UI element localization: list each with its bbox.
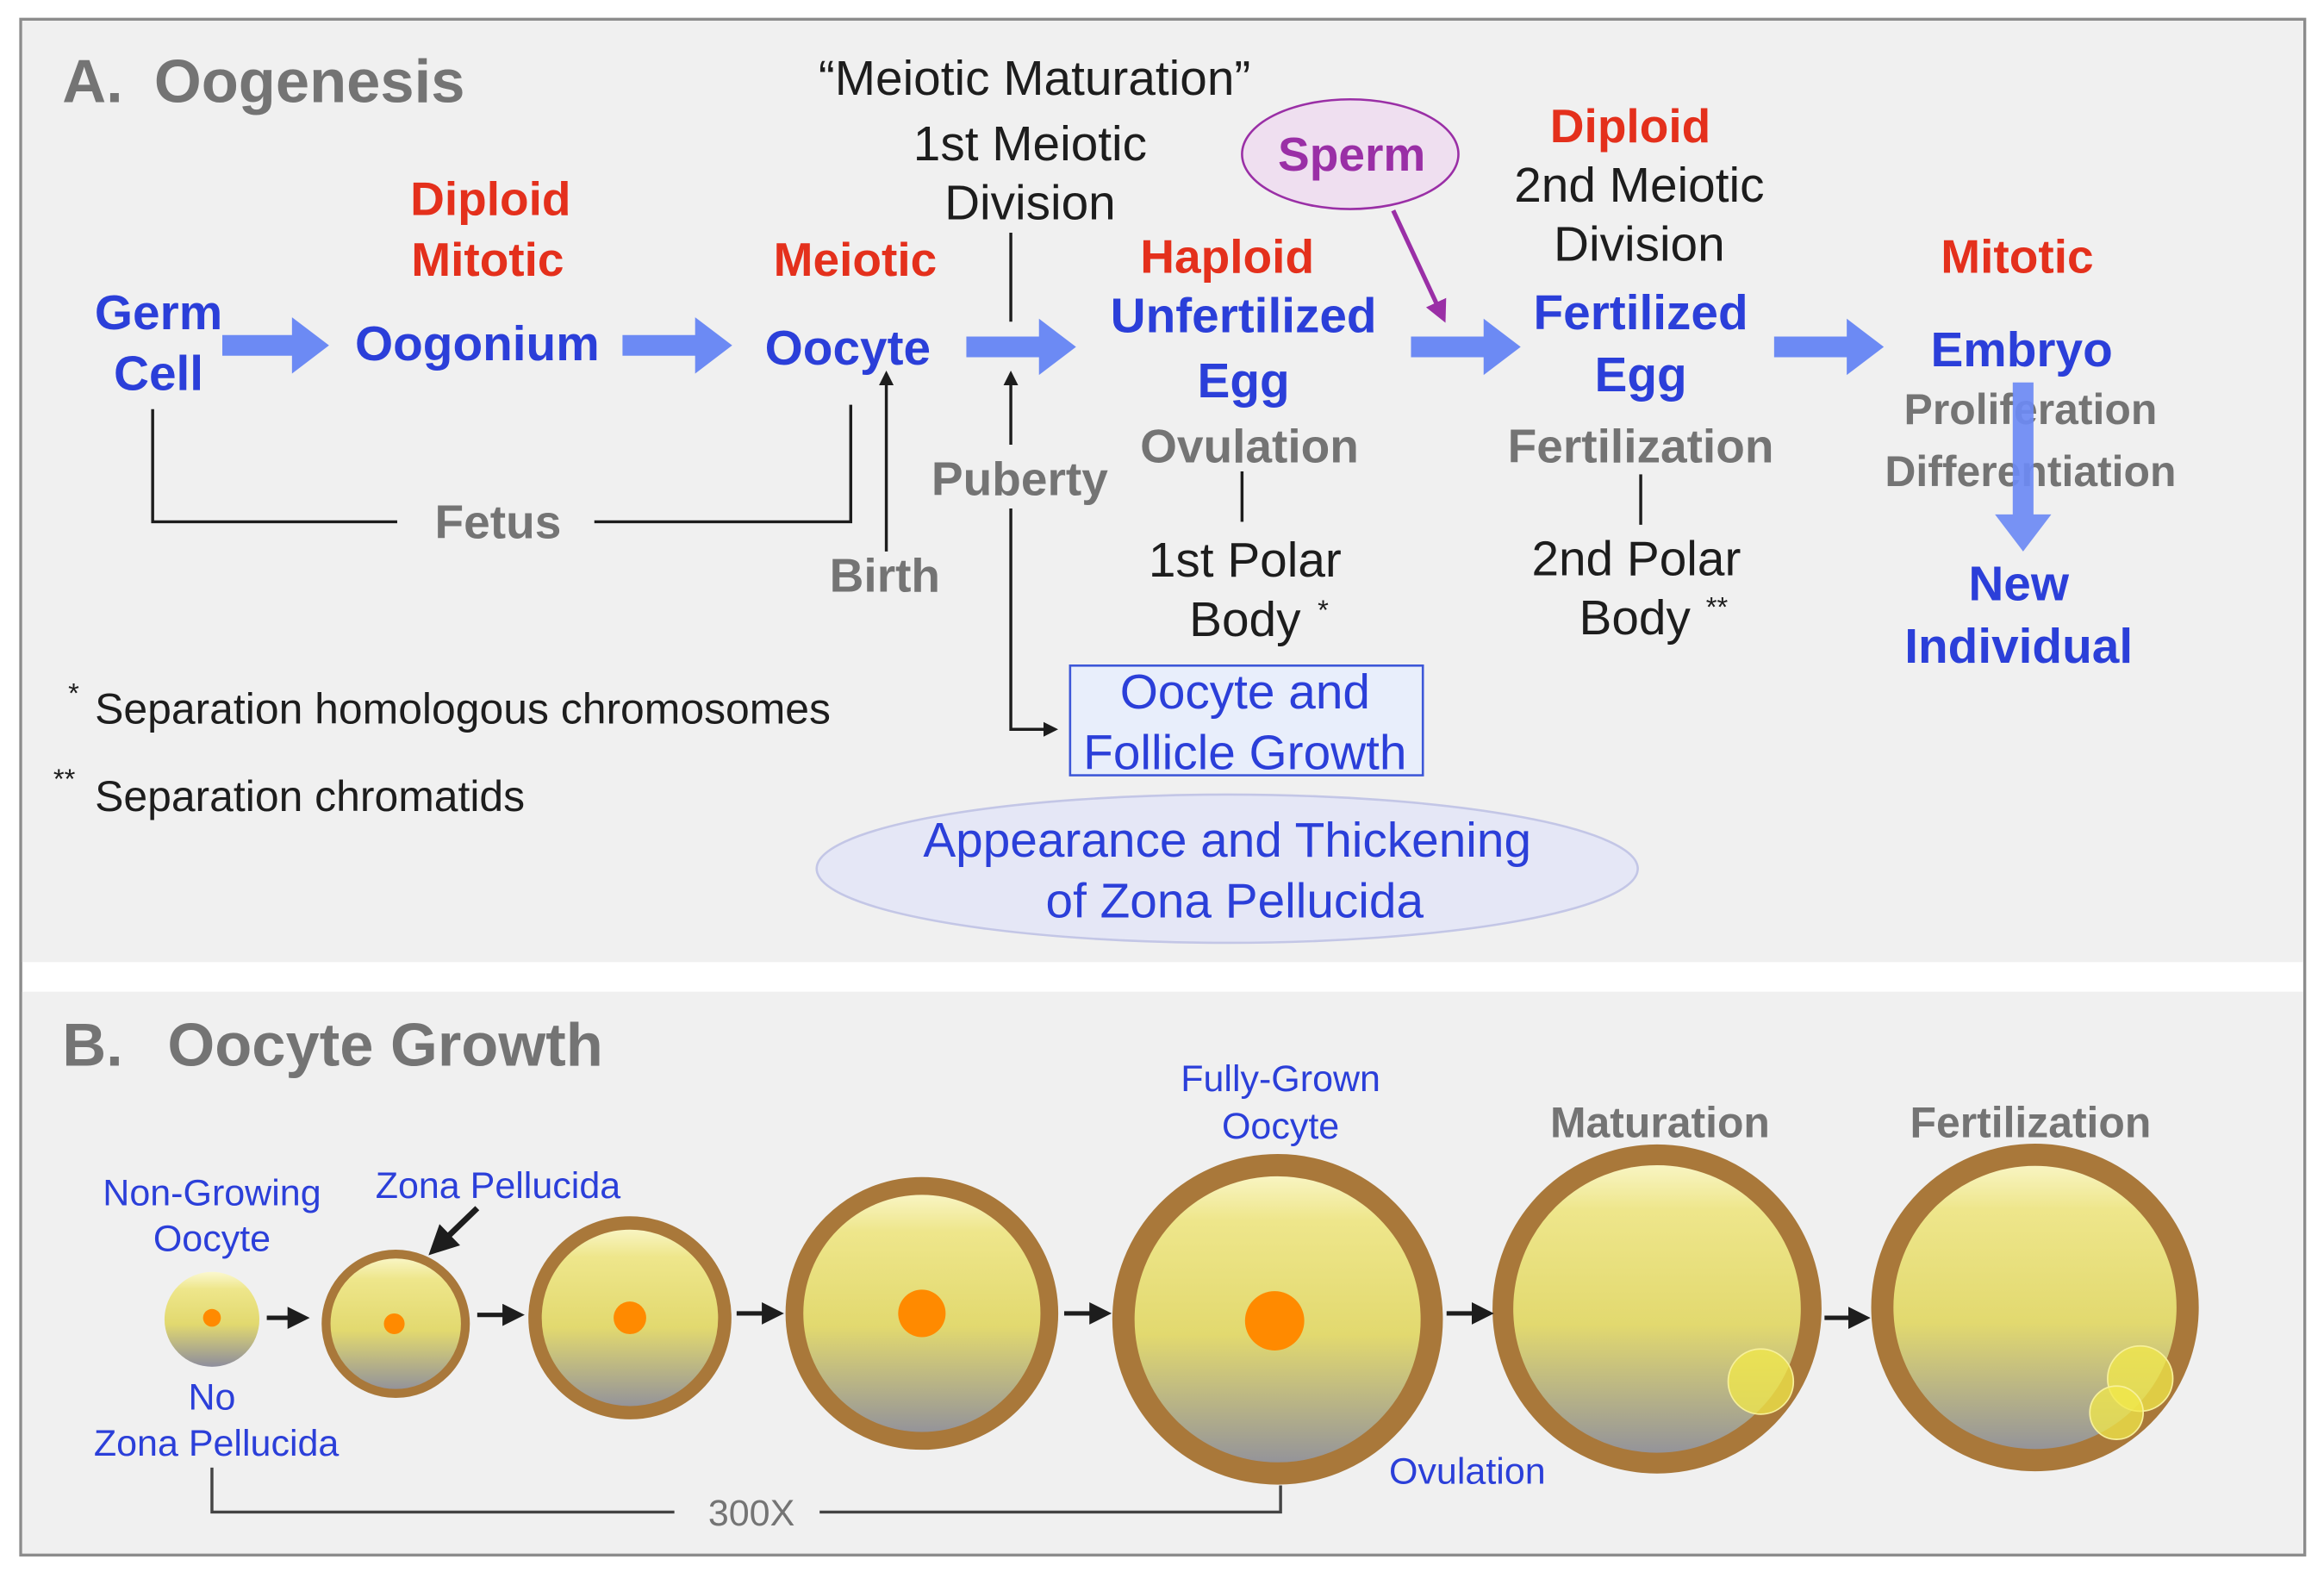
- panel-b-letter: B.: [62, 1011, 123, 1079]
- puberty-to-growth-arrow: [1009, 508, 1059, 737]
- follicle-growth-box: [1069, 664, 1424, 777]
- oocyte-stage-fully-grown: [1112, 1154, 1443, 1485]
- first-polar-body: [1727, 1348, 1795, 1415]
- oocyte-stage-2: [321, 1249, 470, 1398]
- oocyte-division-label: Meiotic: [774, 233, 938, 286]
- second-polar-label: 2nd Polar: [1531, 532, 1741, 586]
- non-growing-label-line1: Non-Growing: [103, 1172, 321, 1213]
- oocyte-stage-fertilized: [1871, 1143, 2199, 1472]
- nucleus: [614, 1301, 646, 1335]
- first-polar-body-label: Body: [1189, 593, 1301, 647]
- footnote-1-mark: *: [68, 677, 79, 708]
- nucleus: [202, 1308, 221, 1327]
- panel-a-letter: A.: [62, 47, 123, 115]
- second-division-label: Division: [1554, 218, 1725, 272]
- zona-pellucida-bubble: [815, 793, 1639, 945]
- embryo-to-individual-arrow: [1995, 382, 2052, 552]
- unfertilized-egg-label-line1: Unfertilized: [1111, 289, 1377, 343]
- embryo-label: Embryo: [1930, 323, 2112, 377]
- zona-pellucida-label: Zona Pellucida: [376, 1165, 621, 1207]
- egg-to-fertilized-arrow: [1411, 318, 1521, 376]
- no-zona-label-line2: Zona Pellucida: [94, 1423, 340, 1464]
- follicle-growth-label-line2: Follicle Growth: [1083, 727, 1406, 781]
- zona-pellucida-pointer: [428, 1206, 480, 1256]
- fully-grown-label-line2: Oocyte: [1222, 1106, 1339, 1147]
- panel-b-title: Oocyte Growth: [167, 1011, 602, 1079]
- oocyte-stage-4: [785, 1176, 1059, 1450]
- scale-bracket-right: [819, 1485, 1282, 1514]
- fetus-label: Fetus: [435, 495, 562, 548]
- fertilized-to-embryo-arrow: [1773, 318, 1885, 376]
- oogonium-label: Oogonium: [355, 317, 600, 371]
- meiotic-maturation-heading: “Meiotic Maturation”: [819, 52, 1250, 106]
- germ-cell-label-line1: Germ: [95, 286, 222, 340]
- ovulation-label: Ovulation: [1140, 420, 1359, 473]
- egg-ploidy-label: Haploid: [1140, 229, 1314, 283]
- follicle-growth-label-line1: Oocyte and: [1120, 665, 1370, 720]
- nucleus: [383, 1313, 405, 1335]
- birth-label: Birth: [830, 548, 940, 602]
- unfertilized-egg-label-line2: Egg: [1198, 354, 1290, 409]
- cytoplasm-with-zona: [1492, 1144, 1822, 1474]
- non-growing-label-line2: Oocyte: [153, 1219, 271, 1260]
- oocyte-stage-non-growing: [164, 1271, 260, 1367]
- fetus-bracket-left: [151, 409, 397, 524]
- oocyte-stage-matured: [1492, 1144, 1822, 1474]
- oogonium-division-label: Mitotic: [411, 233, 564, 286]
- second-meiotic-label: 2nd Meiotic: [1514, 159, 1764, 213]
- second-polar-body: [2089, 1385, 2145, 1441]
- footnote-1-text: Separation homologous chromosomes: [95, 684, 831, 733]
- panel-a: A. Oogenesis “Meiotic Maturation” 1st Me…: [53, 47, 2176, 945]
- scale-label: 300X: [708, 1493, 794, 1534]
- second-polar-footnote-mark: **: [1706, 591, 1729, 623]
- second-polar-body-label: Body: [1579, 591, 1692, 646]
- zona-pellucida-label-line2: of Zona Pellucida: [1046, 875, 1424, 929]
- new-individual-label-line1: New: [1968, 558, 2070, 612]
- first-division-label: Division: [944, 177, 1116, 231]
- oocyte-label: Oocyte: [765, 321, 931, 376]
- oocyte-to-egg-arrow: [966, 318, 1076, 376]
- first-polar-label: 1st Polar: [1149, 533, 1342, 588]
- zona-pellucida-label-line1: Appearance and Thickening: [923, 814, 1531, 868]
- oogonium-to-oocyte-arrow: [622, 317, 732, 374]
- oocyte-stage-3: [528, 1216, 732, 1419]
- sperm-label: Sperm: [1278, 128, 1425, 181]
- panel-b: B. Oocyte Growth Non-Growing Oocyte Zona…: [62, 1011, 2199, 1534]
- fetus-bracket-right: [594, 404, 853, 524]
- puberty-label: Puberty: [931, 452, 1108, 505]
- germ-cell-label-line2: Cell: [114, 346, 203, 401]
- footnote-2-mark: **: [53, 763, 76, 795]
- nucleus: [898, 1289, 946, 1338]
- new-individual-label-line2: Individual: [1904, 620, 2133, 674]
- first-meiotic-label: 1st Meiotic: [913, 117, 1147, 172]
- nucleus: [1244, 1291, 1305, 1351]
- first-polar-footnote-mark: *: [1318, 594, 1329, 626]
- sperm-arrow: [1391, 209, 1447, 323]
- sperm-bubble: [1241, 97, 1460, 210]
- fertilized-egg-label-line1: Fertilized: [1534, 286, 1748, 340]
- ovulation-stage-label: Ovulation: [1389, 1451, 1546, 1493]
- fully-grown-label-line1: Fully-Grown: [1181, 1058, 1380, 1100]
- embryo-division-label: Mitotic: [1941, 229, 2093, 283]
- fertilization-label: Fertilization: [1508, 420, 1774, 473]
- germcell-to-oogonium-arrow: [222, 317, 329, 374]
- maturation-label: Maturation: [1550, 1098, 1770, 1146]
- fertilized-ploidy-label: Diploid: [1550, 99, 1710, 153]
- panel-a-title: Oogenesis: [154, 47, 465, 115]
- scale-bracket-left: [210, 1467, 675, 1514]
- fertilized-egg-label-line2: Egg: [1594, 348, 1686, 402]
- oogonium-ploidy-label: Diploid: [410, 172, 570, 225]
- footnote-2-text: Separation chromatids: [95, 772, 525, 820]
- no-zona-label-line1: No: [188, 1377, 235, 1419]
- fertilization-stage-label: Fertilization: [1910, 1098, 2151, 1146]
